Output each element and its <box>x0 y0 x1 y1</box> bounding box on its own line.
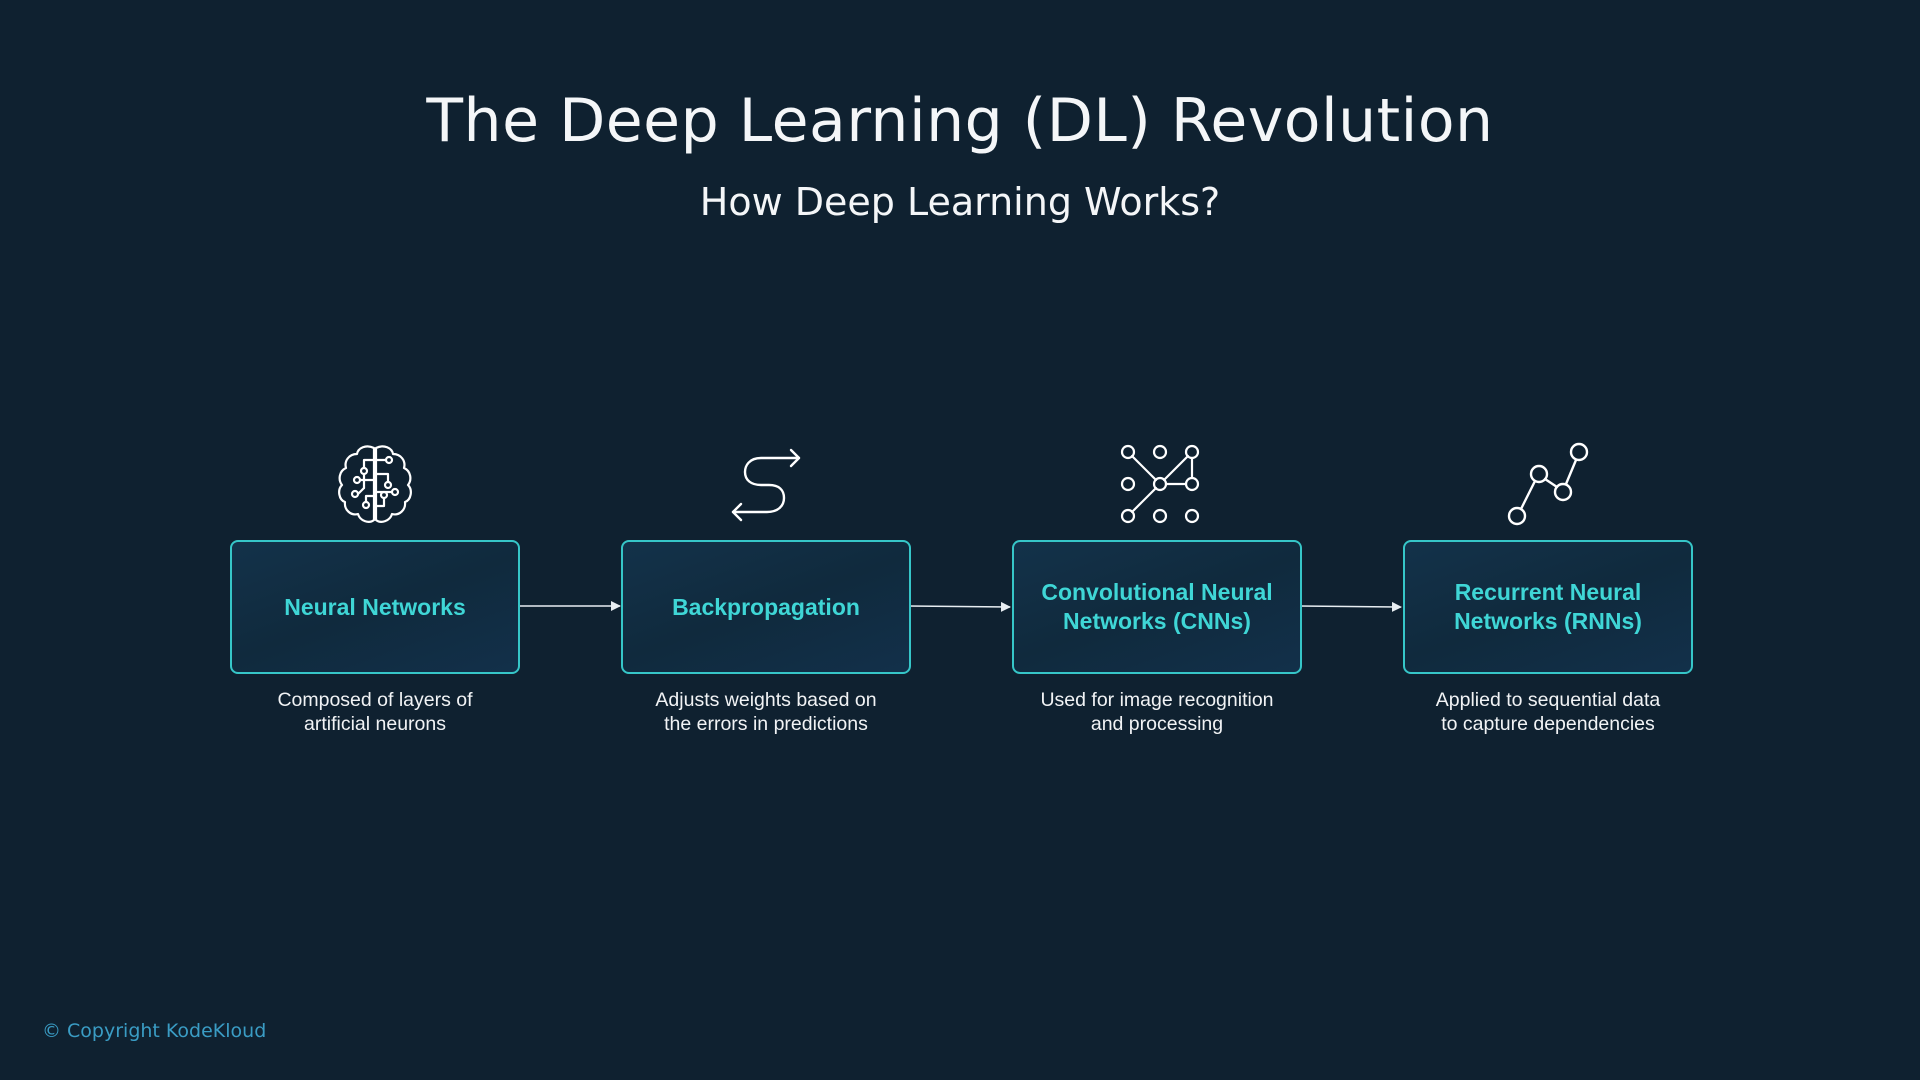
step-description: Adjusts weights based on the errors in p… <box>655 689 877 735</box>
step-description: Composed of layers of artificial neurons <box>277 689 473 735</box>
step-description: Applied to sequential data to capture de… <box>1435 689 1661 735</box>
node-grid-icon <box>1112 440 1202 530</box>
arrow-3 <box>1298 601 1402 612</box>
neural-networks-box: Neural Networks <box>230 540 520 674</box>
page-subtitle: How Deep Learning Works? <box>699 180 1221 224</box>
page-title: The Deep Learning (DL) Revolution <box>426 86 1494 156</box>
step-label: Backpropagation <box>672 593 860 620</box>
backpropagation-box: Backpropagation <box>621 540 911 674</box>
step-label: Neural Networks <box>284 593 466 620</box>
route-arrows-icon <box>721 440 811 530</box>
rnns-box: Recurrent Neural Networks (RNNs) <box>1403 540 1693 674</box>
copyright-text: © Copyright KodeKloud <box>42 1020 267 1042</box>
connected-nodes-icon <box>1503 440 1593 530</box>
step-description: Used for image recognition and processin… <box>1040 689 1274 735</box>
arrow-2 <box>907 601 1011 612</box>
step-label: Recurrent Neural Networks (RNNs) <box>1454 579 1642 634</box>
cnns-box: Convolutional Neural Networks (CNNs) <box>1012 540 1302 674</box>
brain-icon <box>330 440 420 530</box>
step-label: Convolutional Neural Networks (CNNs) <box>1041 579 1273 634</box>
